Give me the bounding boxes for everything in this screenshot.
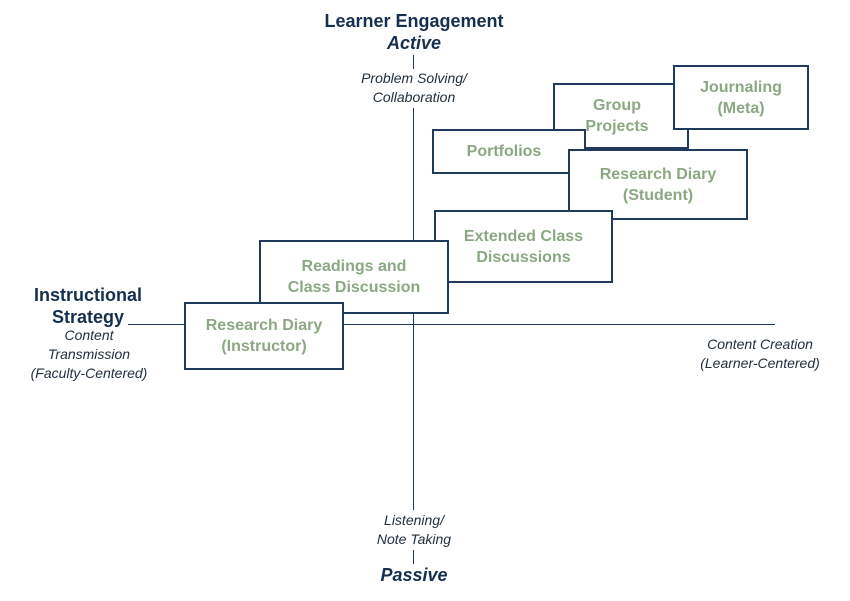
- extended-class-discussions-box: Extended Class Discussions: [434, 210, 613, 283]
- research-diary-instructor-line-2: (Instructor): [221, 338, 307, 355]
- group-projects-box: Group Projects: [553, 83, 689, 149]
- top-caption-line-1: Problem Solving/: [361, 70, 467, 86]
- bottom-caption-line-2: Note Taking: [376, 531, 452, 547]
- research-diary-student-line-2: (Student): [622, 186, 694, 204]
- right-caption: Content Creation (Learner-Centered): [684, 335, 836, 373]
- group-projects-line-2: Projects: [585, 118, 649, 135]
- top-caption: Problem Solving/ Collaboration: [340, 69, 488, 107]
- top-caption-line-2: Collaboration: [372, 89, 456, 105]
- horizontal-axis-line: [128, 324, 775, 325]
- group-projects-line-1: Group: [592, 97, 641, 114]
- horizontal-axis-title-line-1: Instructional: [33, 285, 142, 305]
- research-diary-instructor-line-1: Research Diary: [205, 317, 323, 334]
- research-diary-student-line-1: Research Diary: [599, 165, 717, 183]
- research-diary-instructor-box: Research Diary (Instructor): [184, 302, 344, 370]
- research-diary-student-box: Research Diary (Student): [568, 149, 748, 220]
- horizontal-axis-title: Instructional Strategy: [20, 284, 156, 328]
- bottom-caption-line-1: Listening/: [384, 512, 444, 528]
- vertical-axis-top-stub: [413, 55, 414, 69]
- extended-class-discussions-line-2: Discussions: [476, 248, 571, 266]
- portfolios-line-1: Portfolios: [466, 143, 542, 160]
- readings-class-discussion-box: Readings and Class Discussion: [259, 240, 449, 314]
- right-caption-line-2: (Learner-Centered): [700, 355, 820, 371]
- left-caption-line-1: Content: [64, 327, 114, 343]
- passive-pole-label: Passive: [380, 565, 448, 585]
- journaling-line-2: (Meta): [717, 99, 765, 117]
- left-caption: Content Transmission (Faculty-Centered): [14, 326, 164, 383]
- extended-class-discussions-line-1: Extended Class: [463, 227, 584, 245]
- left-caption-line-3: (Faculty-Centered): [30, 365, 148, 381]
- left-caption-line-2: Transmission: [47, 346, 131, 362]
- readings-class-discussion-line-1: Readings and: [301, 258, 407, 275]
- vertical-axis-bottom-stub: [413, 550, 414, 564]
- portfolios-box: Portfolios: [432, 129, 586, 174]
- vertical-axis-title: Learner Engagement: [324, 11, 504, 31]
- bottom-caption: Listening/ Note Taking: [350, 511, 478, 549]
- journaling-line-1: Journaling: [700, 78, 782, 96]
- journaling-box: Journaling (Meta): [673, 65, 809, 130]
- active-pole-label: Active: [386, 33, 442, 53]
- readings-class-discussion-line-2: Class Discussion: [287, 279, 421, 296]
- horizontal-axis-title-line-2: Strategy: [51, 307, 125, 327]
- right-caption-line-1: Content Creation: [707, 336, 813, 352]
